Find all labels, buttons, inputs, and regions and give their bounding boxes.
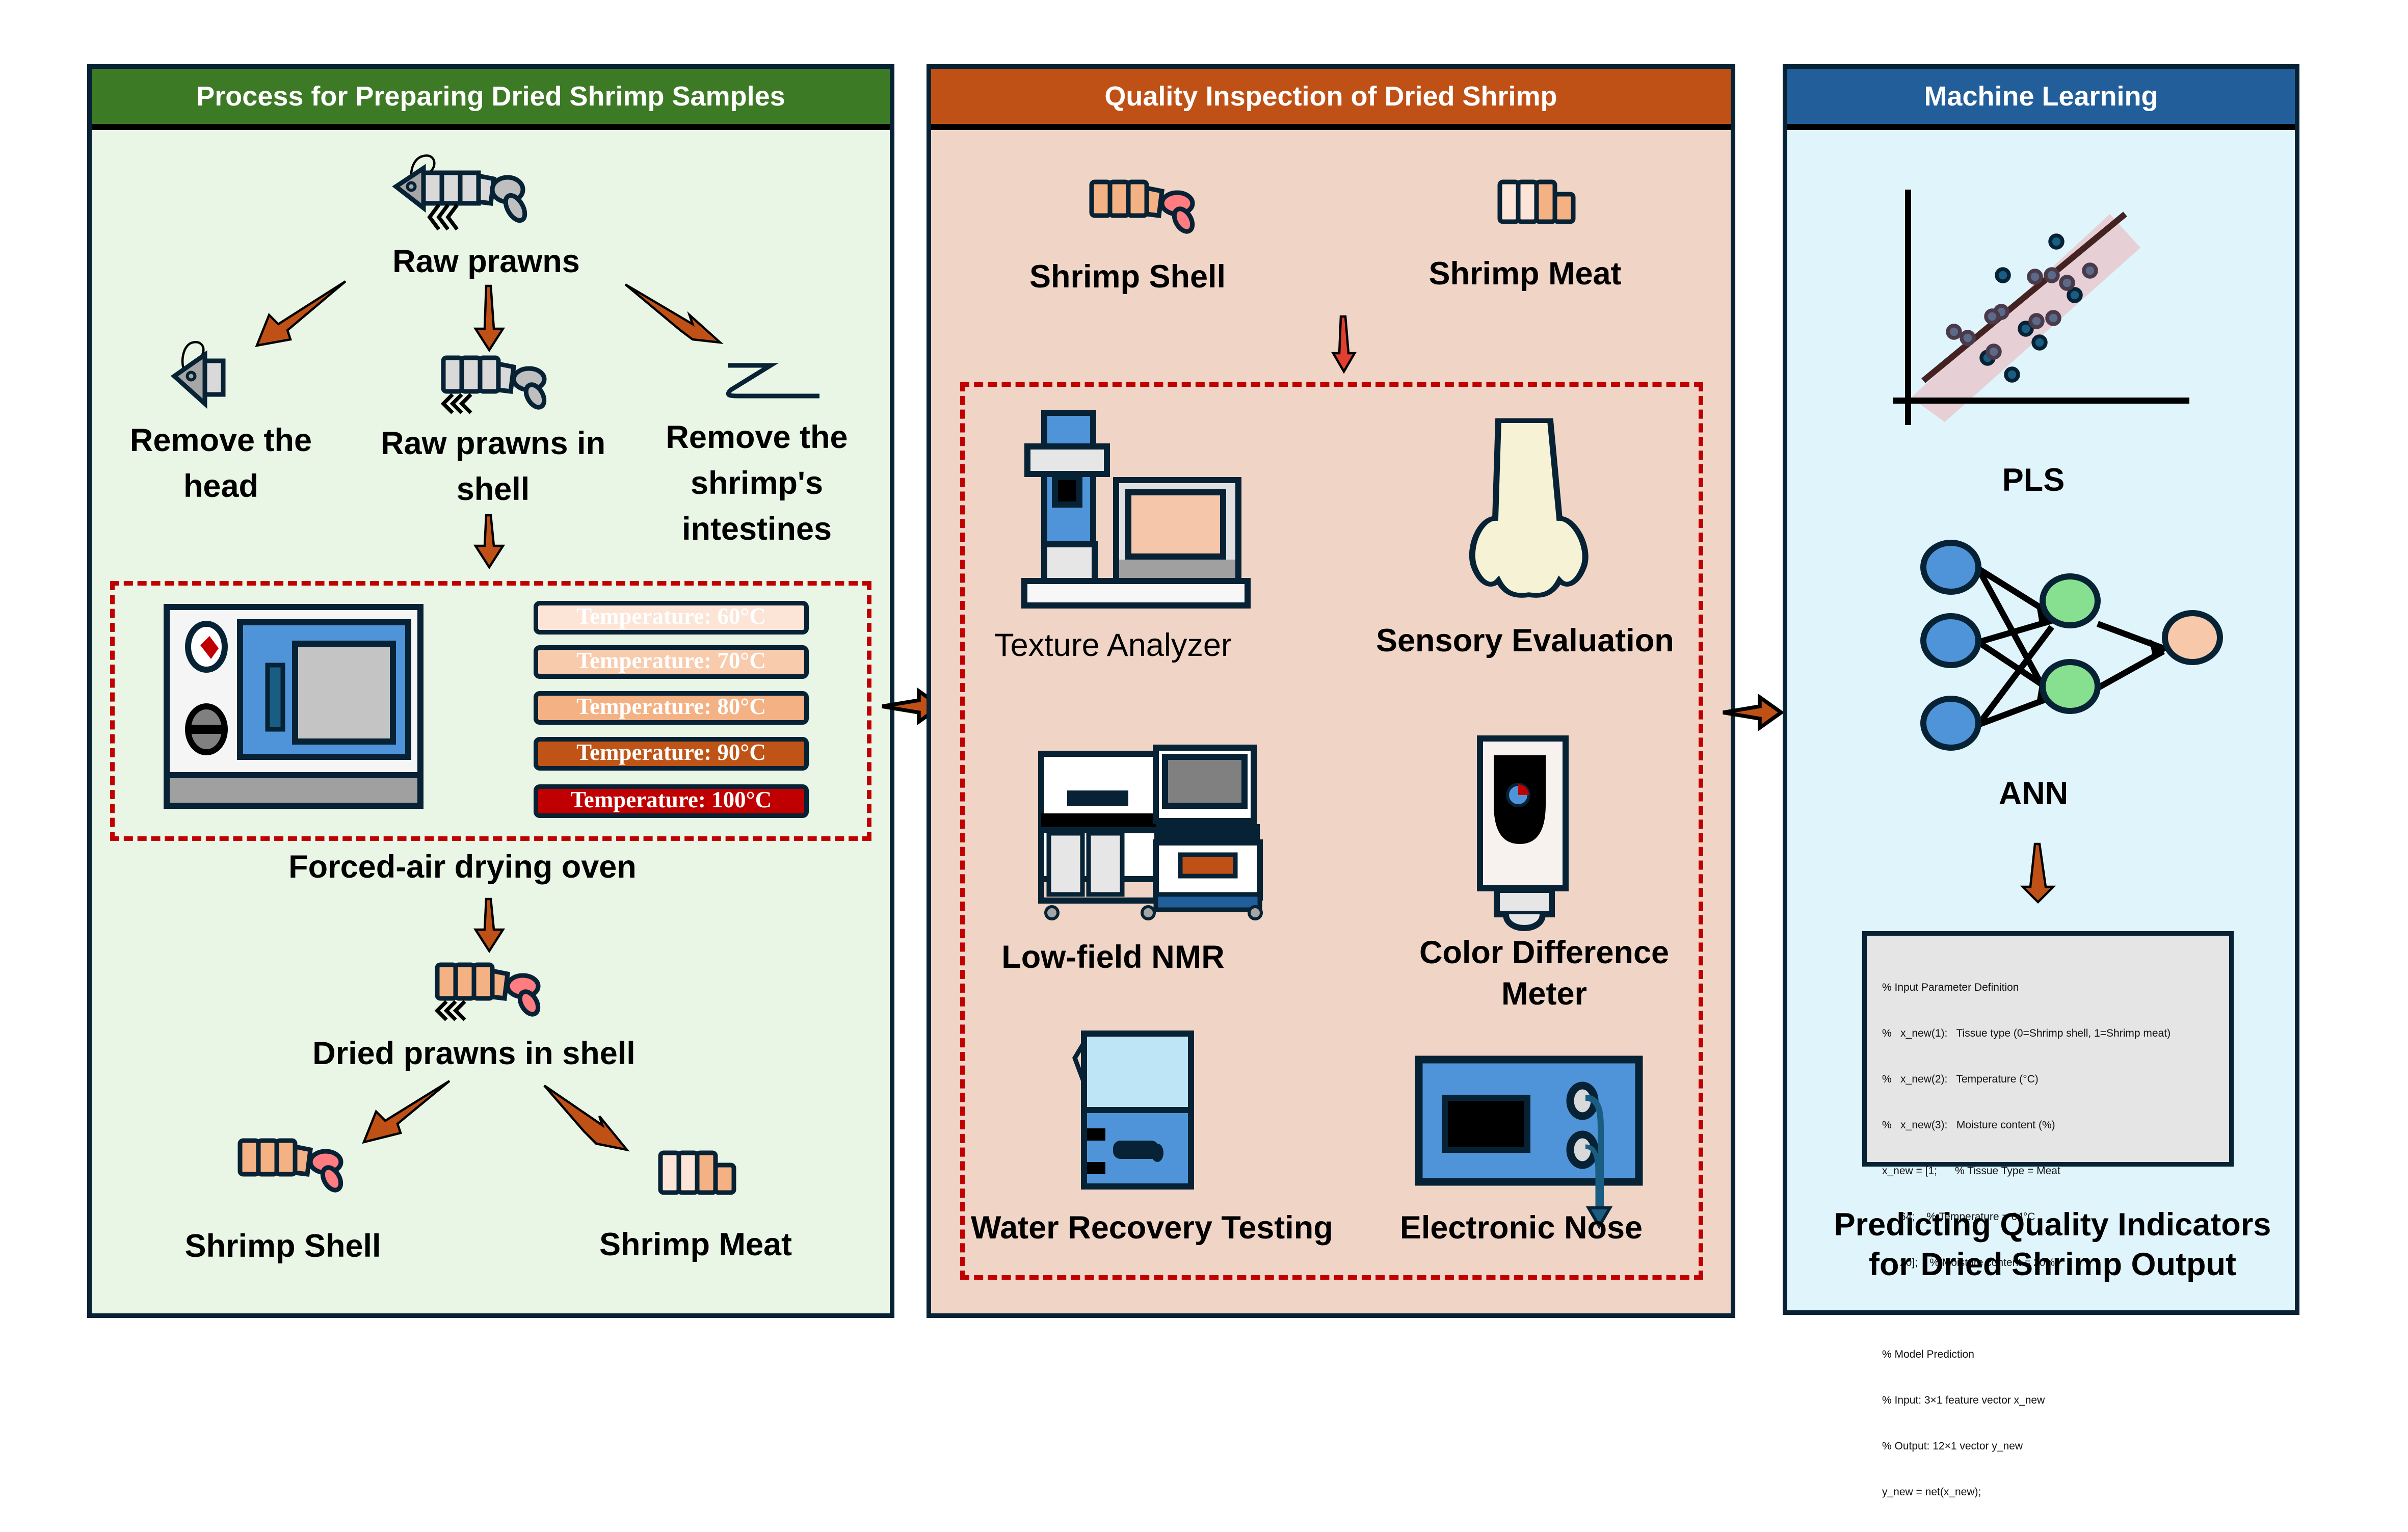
raw-in-shell-label: Raw prawns in shell	[380, 427, 606, 508]
inspection-panel-header: Quality Inspection of Dried Shrimp	[931, 69, 1731, 130]
arrow-to-remove-intestines	[624, 283, 724, 345]
neural-network-icon	[1920, 540, 2223, 751]
inspection-methods-box	[960, 382, 1703, 1280]
arrow-to-shrimp-shell	[362, 1080, 451, 1144]
temperature-option: Temperature: 60°C	[534, 601, 809, 635]
shrimp-shell-label: Shrimp Shell	[184, 1229, 381, 1264]
inspection-title: Quality Inspection of Dried Shrimp	[1104, 80, 1557, 111]
water-recovery-label: Water Recovery Testing	[971, 1211, 1333, 1246]
arrow-to-remove-head	[255, 280, 347, 347]
shrimp-in-shell-icon	[440, 355, 547, 414]
temperature-option: Temperature: 70°C	[534, 645, 809, 679]
electronic-nose-label: Electronic Nose	[1399, 1211, 1643, 1246]
pls-label: PLS	[2002, 463, 2065, 498]
remove-head-label: Remove the head	[129, 424, 312, 505]
arrow-to-oven	[473, 514, 506, 570]
ml-output-label: Predicting Quality Indicators for Dried …	[1834, 1208, 2271, 1283]
color-difference-meter-label: Color Difference Meter	[1419, 936, 1670, 1012]
pls-scatter-icon	[1893, 190, 2189, 425]
arrow-inspection-to-ml	[1723, 693, 1785, 732]
temperature-option: Temperature: 90°C	[534, 737, 809, 771]
inspection-sample-meat: Shrimp Meat	[1428, 257, 1622, 292]
sensory-evaluation-label: Sensory Evaluation	[1376, 624, 1674, 659]
shrimp-shell-icon	[237, 1138, 343, 1193]
intestine-icon	[726, 363, 819, 399]
temperature-option: Temperature: 100°C	[534, 784, 809, 818]
arrow-to-shrimp-meat	[543, 1085, 630, 1152]
colorimeter-icon	[1477, 735, 1569, 931]
shrimp-shell-icon	[1089, 179, 1195, 234]
ml-title: Machine Learning	[1924, 80, 2158, 111]
texture-analyzer-icon	[1021, 410, 1251, 609]
drying-oven-icon	[164, 604, 424, 809]
model-code-snippet: % Input Parameter Definition % x_new(1):…	[1862, 931, 2234, 1498]
arrow-to-methods	[1331, 315, 1357, 374]
dried-shrimp-icon	[434, 962, 541, 1021]
ann-label: ANN	[1998, 777, 2069, 812]
remove-intestines-label: Remove the shrimp's intestines	[666, 420, 848, 547]
inspection-sample-shell: Shrimp Shell	[1029, 260, 1226, 295]
oven-settings-box	[110, 581, 871, 841]
arrow-to-code	[2020, 842, 2056, 904]
shrimp-head-icon	[170, 340, 226, 409]
arrow-to-dried-prawns	[473, 897, 506, 954]
oven-label: Forced-air drying oven	[288, 850, 637, 885]
electronic-nose-icon	[1415, 1055, 1643, 1229]
nmr-instrument-icon	[1038, 745, 1263, 920]
nose-icon	[1469, 418, 1589, 598]
water-bath-icon	[1072, 1031, 1194, 1190]
low-field-nmr-label: Low-field NMR	[1001, 940, 1225, 975]
shrimp-meat-label: Shrimp Meat	[599, 1228, 792, 1263]
preparation-title: Process for Preparing Dried Shrimp Sampl…	[196, 80, 785, 111]
temperature-option: Temperature: 80°C	[534, 691, 809, 725]
arrow-to-raw-in-shell	[473, 284, 506, 353]
shrimp-meat-icon	[658, 1150, 736, 1195]
workflow-diagram: Process for Preparing Dried Shrimp Sampl…	[87, 64, 2299, 1498]
raw-prawns-label: Raw prawns	[392, 245, 580, 280]
texture-analyzer-label: Texture Analyzer	[994, 628, 1232, 664]
whole-shrimp-icon	[392, 154, 527, 231]
shrimp-meat-icon	[1497, 179, 1576, 224]
preparation-panel-header: Process for Preparing Dried Shrimp Sampl…	[92, 69, 890, 130]
ml-panel-header: Machine Learning	[1787, 69, 2295, 130]
dried-prawns-label: Dried prawns in shell	[312, 1037, 636, 1072]
